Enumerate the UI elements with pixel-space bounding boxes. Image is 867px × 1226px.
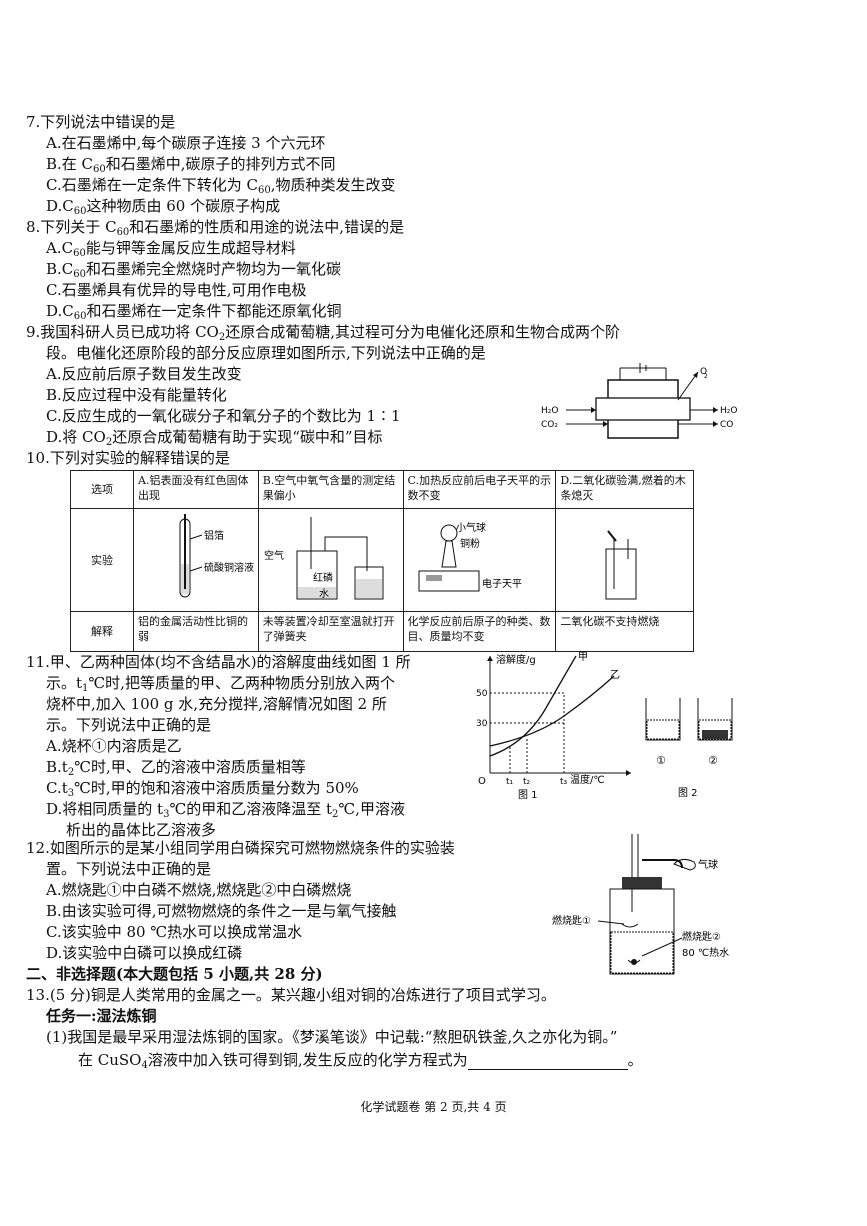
air-label: 空气 [264,549,284,562]
q13-task1: 任务一:湿法炼铜 [46,1007,157,1025]
experiment-d [555,508,694,612]
q9-stem-line2: 段。电催化还原阶段的部分反应原理如图所示,下列说法中正确的是 [46,344,486,362]
ylabel: 溶解度/g [496,653,536,666]
o2-label: O [700,367,707,377]
option-d-cell: D.二氧化碳验满,燃着的木条熄灭 [555,470,694,509]
cuso4-label: 硫酸铜溶液 [204,561,254,574]
q7-stem: 7.下列说法中错误的是 [26,113,176,131]
experiment-c: 小气球 铜粉 电子天平 [402,508,557,612]
al-foil-label: 铝箔 [204,529,224,542]
row-head-option: 选项 [70,470,134,509]
row-head-experiment: 实验 [70,508,134,612]
q12-stem-line2: 置。下列说法中正确的是 [46,860,212,878]
q11-option-a: A.烧杯①内溶质是乙 [46,737,182,755]
q11-stem-line3: 烧杯中,加入 100 g 水,充分搅拌,溶解情况如图 2 所 [46,695,387,713]
q8-option-b: B.C60和石墨烯完全燃烧时产物均为一氧化碳 [46,260,342,280]
q11-stem-line2: 示。t1℃时,把等质量的甲、乙两种物质分别放入两个 [46,674,395,694]
page-footer: 化学试题卷 第 2 页,共 4 页 [360,1100,507,1114]
q9-option-b: B.反应过程中没有能量转化 [46,386,227,404]
experiment-a: 铝箔 硫酸铜溶液 [133,508,259,612]
y30: 30 [476,719,488,729]
q7-option-b: B.在 C60和石墨烯中,碳原子的排列方式不同 [46,155,336,175]
q12-option-a: A.燃烧匙①中白磷不燃烧,燃烧匙②中白磷燃烧 [46,881,352,899]
option-c-cell: C.加热反应前后电子天平的示数不变 [402,470,557,509]
spoon2-label: 燃烧匙② [682,930,721,943]
explanation-a: 铝的金属活动性比铜的弱 [133,611,259,652]
q10-stem: 10.下列对实验的解释错误的是 [26,449,230,467]
q7-option-d: D.C60这种物质由 60 个碳原子构成 [46,197,281,217]
q13-stem: 13.(5 分)铜是人类常用的金属之一。某兴趣小组对铜的冶炼进行了项目式学习。 [26,986,556,1004]
q11-stem-line1: 11.甲、乙两种固体(均不含结晶水)的溶解度曲线如图 1 所 [26,653,411,671]
fig2-caption: 图 2 [678,787,698,799]
jia-curve [489,655,577,757]
t3: t₃ [560,777,568,787]
balloon-label: 气球 [698,858,718,871]
q9-stem-line1: 9.我国科研人员已成功将 CO2还原合成葡萄糖,其过程可分为电催化还原和生物合成… [26,323,621,343]
q8-option-c: C.石墨烯具有优异的导电性,可用作电极 [46,281,307,299]
section-2-heading: 二、非选择题(本大题包括 5 小题,共 28 分) [26,965,323,983]
q9-option-a: A.反应前后原子数目发生改变 [46,365,242,383]
q11-option-d-cont: 析出的晶体比乙溶液多 [66,821,217,839]
balloon-label: 小气球 [456,521,486,534]
yi-label: 乙 [610,669,620,681]
h2o-out-label: H₂O [720,406,737,416]
q11-option-b: B.t2℃时,甲、乙的溶液中溶质质量相等 [46,758,306,778]
co2-in-label: CO₂ [541,420,558,430]
o2-subscript: 2 [704,373,708,380]
co-out-label: CO [720,420,733,430]
row-head-explanation: 解释 [70,611,134,652]
q12-phosphorus-figure: 气球 燃烧匙① 燃烧匙② 80 ℃热水 [552,834,729,975]
q11-solubility-figure: 溶解度/g 温度/℃ O 50 30 t₁ t₂ t₃ 甲 乙 图 1 [476,652,631,801]
q9-electrolysis-figure: O 2 H₂O CO₂ H₂O CO [541,363,737,439]
q7-option-c: C.石墨烯在一定条件下转化为 C60,物质种类发生改变 [46,176,396,196]
q11-stem-line4: 示。下列说法中正确的是 [46,716,212,734]
balance-label: 电子天平 [482,577,522,590]
t2: t₂ [523,777,531,787]
option-b-cell: B.空气中氧气含量的测定结果偏小 [257,470,404,509]
q11-option-c: C.t3℃时,甲的饱和溶液中溶质质量分数为 50% [46,779,359,799]
option-a-cell: A.铝表面没有红色固体出现 [133,470,259,509]
cu-powder-label: 铜粉 [460,537,480,550]
q7-option-a: A.在石墨烯中,每个碳原子连接 3 个六元环 [46,134,326,152]
explanation-c: 化学反应前后原子的种类、数目、质量均不变 [402,611,557,652]
q9-option-c: C.反应生成的一氧化碳分子和氧分子的个数比为 1∶1 [46,407,401,425]
beaker-1-label: ① [656,754,666,767]
answer-blank[interactable] [467,1053,628,1070]
explanation-d: 二氧化碳不支持燃烧 [555,611,694,652]
q11-option-d: D.将相同质量的 t3℃的甲和乙溶液降温至 t2℃,甲溶液 [46,800,405,820]
red-p-label: 红磷 [313,571,333,584]
origin: O [478,776,486,787]
y50: 50 [476,689,488,699]
h2o-in-label: H₂O [541,406,558,416]
q12-stem-line1: 12.如图所示的是某小组同学用白磷探究可燃物燃烧条件的实验装 [26,839,455,857]
q8-option-a: A.C60能与钾等金属反应生成超导材料 [46,239,296,259]
q8-stem: 8.下列关于 C60和石墨烯的性质和用途的说法中,错误的是 [26,218,405,238]
q13-part1-line1: (1)我国是最早采用湿法炼铜的国家。《梦溪笔谈》中记载:“熬胆矾铁釜,久之亦化为… [46,1028,618,1046]
yi-curve [489,675,615,747]
q12-option-c: C.该实验中 80 ℃热水可以换成常温水 [46,923,303,941]
q13-part1-line2: 在 CuSO4溶液中加入铁可得到铜,发生反应的化学方程式为。 [78,1051,643,1071]
xlabel: 温度/℃ [570,773,605,786]
spoon1-label: 燃烧匙① [552,914,591,927]
beaker-2-label: ② [708,754,718,767]
hot-water-label: 80 ℃热水 [682,946,729,959]
q10-experiment-table: 选项 A.铝表面没有红色固体出现 B.空气中氧气含量的测定结果偏小 C.加热反应… [70,470,694,652]
t1: t₁ [506,777,514,787]
explanation-b: 未等装置冷却至室温就打开了弹簧夹 [257,611,404,652]
experiment-b: 空气 红磷 水 [257,508,404,612]
q8-option-d: D.C60和石墨烯在一定条件下都能还原氧化铜 [46,302,342,322]
q12-option-b: B.由该实验可得,可燃物燃烧的条件之一是与氧气接触 [46,902,397,920]
q12-option-d: D.该实验中白磷可以换成红磷 [46,944,243,962]
q9-option-d: D.将 CO2还原合成葡萄糖有助于实现“碳中和”目标 [46,428,383,448]
fig1-caption: 图 1 [518,789,538,801]
jia-label: 甲 [578,652,588,663]
water-label: 水 [319,588,329,600]
q11-beakers-figure: ① ② 图 2 [645,698,733,799]
